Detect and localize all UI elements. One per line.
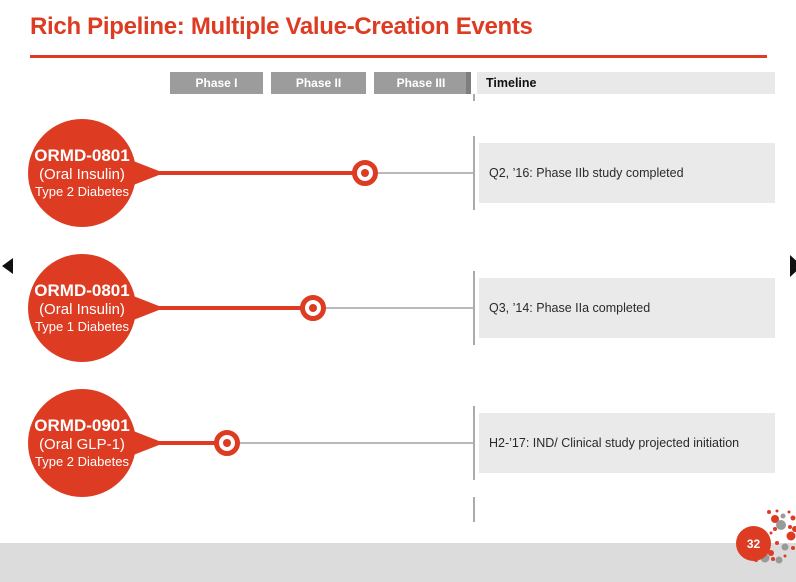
page-title: Rich Pipeline: Multiple Value-Creation E… <box>30 13 533 40</box>
milestone-text: H2-’17: IND/ Clinical study projected in… <box>489 436 740 450</box>
milestone-box: Q3, ’14: Phase IIa completed <box>479 278 775 338</box>
track-line <box>313 307 474 309</box>
pipeline-row-ormd-0801-t1d: ORMD-0801 (Oral Insulin) Type 1 Diabetes… <box>0 241 796 375</box>
timeline-axis-segment-top <box>473 94 475 101</box>
phase-3-header: Phase III <box>374 72 468 94</box>
bullseye-center-dot <box>223 439 231 447</box>
page-number-badge: 32 <box>736 526 771 561</box>
product-indication: Type 1 Diabetes <box>35 318 129 334</box>
product-indication: Type 2 Diabetes <box>35 183 129 199</box>
phase-2-header: Phase II <box>271 72 366 94</box>
timeline-axis-segment <box>473 136 475 210</box>
milestone-box: Q2, ’16: Phase IIb study completed <box>479 143 775 203</box>
progress-line <box>150 441 227 445</box>
drug-balloon: ORMD-0801 (Oral Insulin) Type 2 Diabetes <box>28 119 136 227</box>
phase-marker-bullseye-icon <box>214 430 240 456</box>
timeline-axis-segment <box>473 271 475 345</box>
milestone-text: Q3, ’14: Phase IIa completed <box>489 301 651 315</box>
product-name: ORMD-0901 <box>34 416 130 436</box>
timeline-header-label: Timeline <box>486 76 537 90</box>
drug-balloon: ORMD-0901 (Oral GLP-1) Type 2 Diabetes <box>28 389 136 497</box>
timeline-header: Timeline <box>477 72 775 94</box>
milestone-text: Q2, ’16: Phase IIb study completed <box>489 166 684 180</box>
track-line <box>227 442 474 444</box>
product-formulation: (Oral GLP-1) <box>39 435 125 453</box>
bullseye-center-dot <box>309 304 317 312</box>
product-name: ORMD-0801 <box>34 281 130 301</box>
bullseye-center-dot <box>361 169 369 177</box>
prev-arrow-icon[interactable] <box>2 258 13 274</box>
timeline-divider-bar <box>466 72 471 94</box>
progress-line <box>150 306 313 310</box>
progress-line <box>150 171 365 175</box>
product-formulation: (Oral Insulin) <box>39 300 125 318</box>
pipeline-row-ormd-0801-t2d: ORMD-0801 (Oral Insulin) Type 2 Diabetes… <box>0 106 796 240</box>
track-line <box>365 172 474 174</box>
footer-band <box>0 543 796 582</box>
milestone-box: H2-’17: IND/ Clinical study projected in… <box>479 413 775 473</box>
phase-marker-bullseye-icon <box>352 160 378 186</box>
timeline-axis-segment <box>473 406 475 480</box>
confetti-dots-decoration <box>748 509 796 564</box>
phase-1-header: Phase I <box>170 72 263 94</box>
product-formulation: (Oral Insulin) <box>39 165 125 183</box>
timeline-axis-segment-bottom <box>473 497 475 522</box>
pipeline-row-ormd-0901-t2d: ORMD-0901 (Oral GLP-1) Type 2 Diabetes H… <box>0 376 796 510</box>
product-name: ORMD-0801 <box>34 146 130 166</box>
title-divider <box>30 55 767 58</box>
next-arrow-icon[interactable] <box>790 255 796 277</box>
product-indication: Type 2 Diabetes <box>35 453 129 469</box>
phase-marker-bullseye-icon <box>300 295 326 321</box>
drug-balloon: ORMD-0801 (Oral Insulin) Type 1 Diabetes <box>28 254 136 362</box>
